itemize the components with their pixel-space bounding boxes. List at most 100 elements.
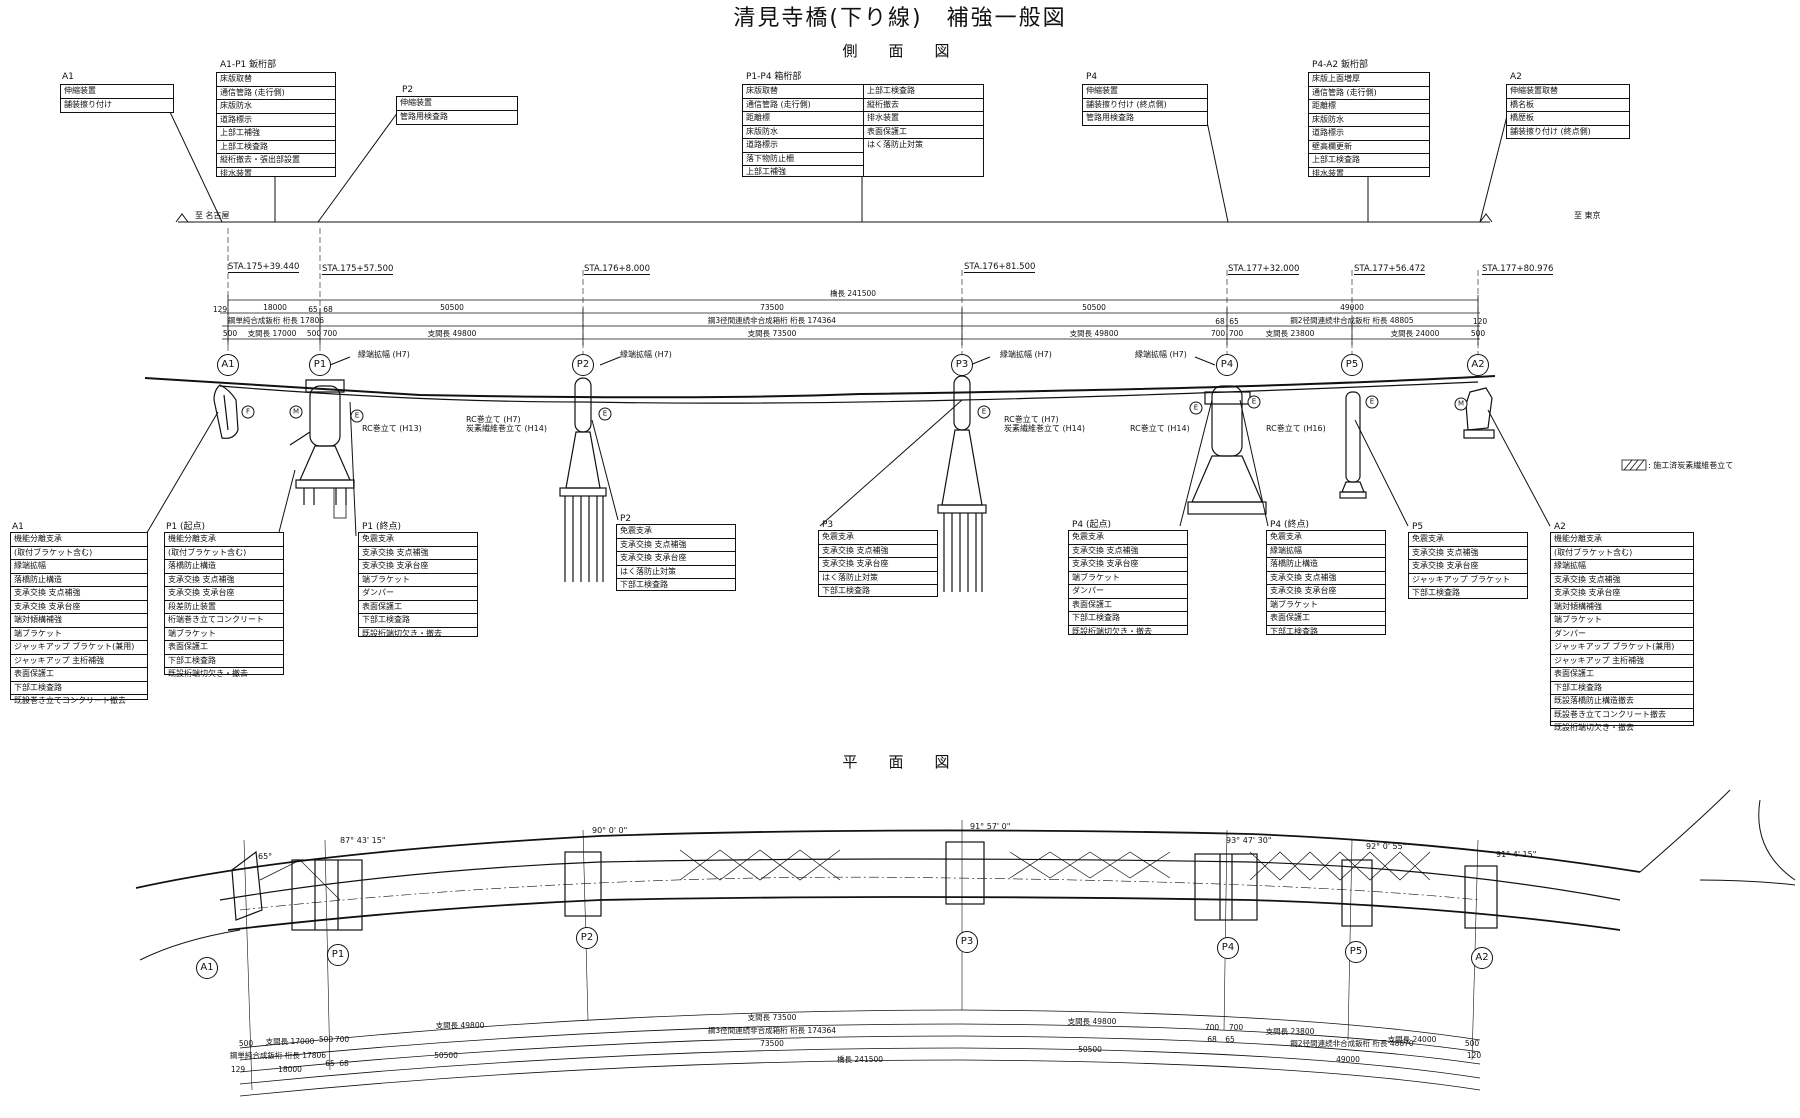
box-row: 距離標 xyxy=(1309,100,1429,114)
top-box-p4-a2: 床版上面増厚 通信管路 (走行側) 距離標 床版防水 道路標示 壁高欄更新 上部… xyxy=(1308,72,1430,178)
box-row: 表面保護工 xyxy=(165,641,283,655)
box-row: 機能分離支承 xyxy=(1551,533,1693,547)
plan-span-small: 700 xyxy=(1204,1023,1220,1032)
box-row: 支承交換 支承台座 xyxy=(165,587,283,601)
box-row: 支承交換 支承台座 xyxy=(11,601,147,614)
box-row: 下部工検査路 xyxy=(1412,588,1460,597)
box-row: 支承交換 支点補強 xyxy=(819,545,937,558)
dim-50500-a: 50500 xyxy=(440,303,464,312)
legend-hatch xyxy=(1621,459,1647,471)
bottom-box-caption-a2: A2 xyxy=(1554,522,1566,532)
dim-50500-b: 50500 xyxy=(1082,303,1106,312)
bearing-mark-e: E xyxy=(1365,395,1379,409)
station-label: STA.175+57.500 xyxy=(322,264,394,275)
box-row: 縁端拡幅 xyxy=(11,560,147,574)
box-row: (取付ブラケット含む) xyxy=(1551,547,1693,560)
bearing-mark-e: E xyxy=(350,409,364,423)
bearing-mark-m: M xyxy=(289,405,303,419)
box-row: 上部工検査路 xyxy=(217,141,335,154)
box-row: 支承交換 支承台座 xyxy=(617,552,735,566)
plan-angle: 91° 4' 15" xyxy=(1496,850,1537,859)
box-row: 既設桁端切欠き・撤去 xyxy=(1072,626,1152,636)
box-row: 表面保護工 xyxy=(359,601,477,614)
box-row: 道路標示 xyxy=(217,114,335,127)
top-box-a2: 伸縮装置取替 橋名板 橋歴板 舗装擦り付け (終点側) xyxy=(1506,84,1630,139)
box-row: 舗装擦り付け (終点側) xyxy=(1083,99,1207,112)
dim-120: 120 xyxy=(1472,317,1488,326)
box-row: 床版上面増厚 xyxy=(1309,73,1429,87)
pier-tag-p4: P4 xyxy=(1216,354,1238,376)
box-row: はく落防止対策 xyxy=(867,140,923,149)
plan-pier-tag-a1: A1 xyxy=(196,957,218,979)
plan-pier-tag-p3: P3 xyxy=(956,931,978,953)
box-row: 端ブラケット xyxy=(359,574,477,587)
pier-p1 xyxy=(289,379,355,519)
plan-dim-18000: 18000 xyxy=(278,1065,302,1074)
box-row: はく落防止対策 xyxy=(617,566,735,579)
box-row: 道路標示 xyxy=(1309,127,1429,141)
box-row: 縦桁撤去・張出部設置 xyxy=(217,154,335,168)
box-row: 既設桁端切欠き・撤去 xyxy=(1554,723,1634,732)
pier-tag-p1: P1 xyxy=(309,354,331,376)
box-row: 縁端拡幅 xyxy=(1267,545,1385,558)
box-row: 支承交換 支点補強 xyxy=(359,547,477,560)
bottom-box-a1: 機能分離支承 (取付ブラケット含む) 縁端拡幅 落橋防止構造 支承交換 支点補強… xyxy=(10,532,148,705)
plan-road xyxy=(135,789,1796,961)
pier-p5 xyxy=(1339,391,1367,499)
box-row: 表面保護工 xyxy=(1069,599,1187,612)
box-row: 機能分離支承 xyxy=(11,533,147,547)
plan-span-small: 700 xyxy=(1228,1023,1244,1032)
box-row: 上部工検査路 xyxy=(864,85,983,99)
box-row: 表面保護工 xyxy=(1551,668,1693,682)
pier-p4 xyxy=(1187,385,1267,515)
dim-65: 65 xyxy=(308,305,318,314)
plan-angle: 87° 43' 15" xyxy=(340,836,386,845)
top-box-caption-p4-a2: P4-A2 鈑桁部 xyxy=(1312,60,1368,70)
box-row: 支承交換 支点補強 xyxy=(1409,547,1527,560)
box-row: 免震支承 xyxy=(819,531,937,545)
bottom-box-p4-end: 免震支承 縁端拡幅 落橋防止構造 支承交換 支点補強 支承交換 支承台座 端ブラ… xyxy=(1266,530,1386,636)
girder-c: 鋼2径間連続非合成鈑桁 桁長 48805 xyxy=(1290,316,1414,325)
plan-span-49800-a: 支間長 49800 xyxy=(435,1021,485,1030)
bottom-box-caption-p4-start: P4 (起点) xyxy=(1072,520,1112,530)
box-row: 排水装置 xyxy=(864,112,983,126)
box-row: 既設巻き立てコンクリート撤去 xyxy=(1551,709,1693,722)
plan-girder-b: 鋼3径間連続非合成箱桁 桁長 174364 xyxy=(707,1026,837,1035)
box-row: 既設巻き立てコンクリート撤去 xyxy=(14,696,126,705)
pier-p3 xyxy=(937,375,987,592)
span-49800-b: 支間長 49800 xyxy=(1069,329,1119,338)
span-small-500-c: 500 xyxy=(1470,329,1486,338)
box-row: 表面保護工 xyxy=(864,126,983,139)
box-row: 既設落橋防止構造撤去 xyxy=(1551,695,1693,709)
plan-dim-73500: 73500 xyxy=(760,1039,784,1048)
span-17000: 支間長 17000 xyxy=(247,329,297,338)
bottom-box-caption-a1: A1 xyxy=(12,522,24,532)
plan-pier-tag-p2: P2 xyxy=(576,927,598,949)
box-row: 通信管路 (走行側) xyxy=(217,87,335,100)
box-row: 下部工検査路 xyxy=(822,586,870,595)
bottom-box-p5: 免震支承 支承交換 支点補強 支承交換 支承台座 ジャッキアップ ブラケット 下… xyxy=(1408,532,1528,599)
box-row: 端ブラケット xyxy=(1551,614,1693,628)
plan-angle: 91° 57' 0" xyxy=(970,822,1011,831)
bottom-box-p1-start: 機能分離支承 (取付ブラケット含む) 落橋防止構造 支承交換 支点補強 支承交換… xyxy=(164,532,284,678)
station-label: STA.175+39.440 xyxy=(228,262,300,273)
direction-west: 至 名古屋 xyxy=(195,211,230,220)
box-row: 伸縮装置取替 xyxy=(1507,85,1629,99)
box-row: 表面保護工 xyxy=(1267,612,1385,626)
plan-girder-a: 鋼単純合成鈑桁 桁長 17806 xyxy=(229,1051,327,1060)
dim-129: 129 xyxy=(212,305,228,314)
bottom-box-caption-p3: P3 xyxy=(822,520,834,530)
pier-axes xyxy=(227,228,1479,370)
plan-dim-50500-b: 50500 xyxy=(1078,1045,1102,1054)
box-row: 落橋防止構造 xyxy=(11,574,147,587)
plan-span-small: 700 xyxy=(334,1035,350,1044)
bottom-box-p4-start: 免震支承 支承交換 支点補強 支承交換 支承台座 端ブラケット ダンパー 表面保… xyxy=(1068,530,1188,636)
box-row: 支承交換 支承台座 xyxy=(1069,558,1187,572)
bottom-box-a2: 機能分離支承 (取付ブラケット含む) 縁端拡幅 支承交換 支点補強 支承交換 支… xyxy=(1550,532,1694,732)
box-row: ジャッキアップ ブラケット(兼用) xyxy=(11,641,147,655)
top-box-caption-a1-p1: A1-P1 鈑桁部 xyxy=(220,60,277,70)
bearing-mark-m: M xyxy=(1454,397,1468,411)
top-box-p1-p4: 床版取替 通信管路 (走行側) 距離標 床版防水 道路標示 落下物防止柵 上部工… xyxy=(742,84,984,177)
box-row: 舗装擦り付け xyxy=(64,99,112,109)
